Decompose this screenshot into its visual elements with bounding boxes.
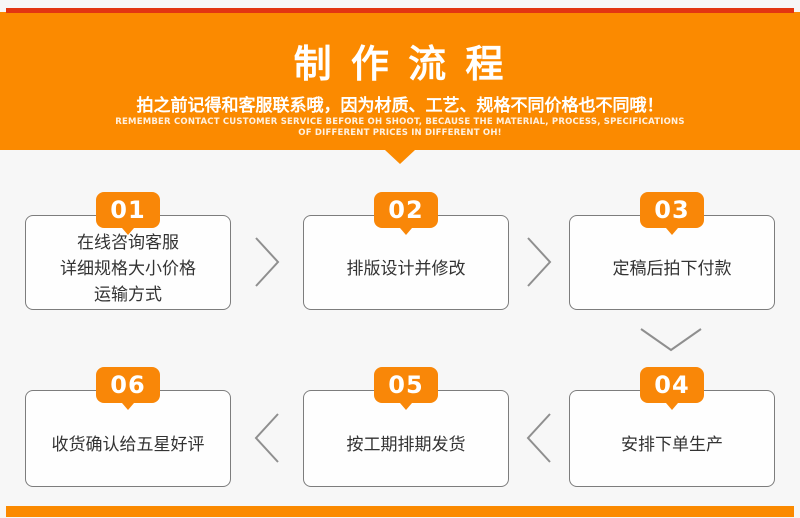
- step-box-01: 01 在线咨询客服 详细规格大小价格 运输方式: [25, 192, 231, 310]
- step-number-badge: 06: [96, 367, 160, 410]
- step-01-line3: 运输方式: [94, 284, 162, 305]
- step-03-line1: 定稿后拍下付款: [612, 258, 732, 279]
- left-chevron-icon: [525, 411, 553, 465]
- step-box-04: 04 安排下单生产: [569, 367, 775, 487]
- step-number-badge: 05: [374, 367, 438, 410]
- step-01-line1: 在线咨询客服: [77, 232, 179, 253]
- step-box-03: 03 定稿后拍下付款: [569, 192, 775, 310]
- step-box-05: 05 按工期排期发货: [303, 367, 509, 487]
- step-04-line1: 安排下单生产: [621, 434, 723, 455]
- step-description: 安排下单生产: [621, 420, 723, 458]
- step-description: 在线咨询客服 详细规格大小价格 运输方式: [60, 218, 196, 308]
- right-chevron-icon: [253, 235, 281, 289]
- down-chevron-icon: [639, 327, 703, 353]
- step-05-line1: 按工期排期发货: [346, 434, 466, 455]
- step-description: 定稿后拍下付款: [613, 244, 732, 282]
- step-01-line2: 详细规格大小价格: [60, 258, 196, 279]
- header-pointer-icon: [385, 150, 415, 164]
- header-subtitle: 拍之前记得和客服联系哦，因为材质、工艺、规格不同价格也不同哦！: [136, 96, 664, 116]
- page-title: 制 作 流 程: [293, 42, 507, 86]
- step-number-badge: 04: [640, 367, 704, 410]
- bottom-accent-bar: [6, 506, 794, 517]
- step-description: 收货确认给五星好评: [52, 420, 205, 458]
- step-box-02: 02 排版设计并修改: [303, 192, 509, 310]
- header-subtitle-en-line1: REMEMBER CONTACT CUSTOMER SERVICE BEFORE…: [115, 117, 685, 127]
- step-number-badge: 02: [374, 192, 438, 235]
- header-subtitle-en-line2: OF DIFFERENT PRICES IN DIFFERENT OH!: [298, 128, 502, 138]
- step-02-line1: 排版设计并修改: [346, 258, 466, 279]
- step-06-line1: 收货确认给五星好评: [51, 434, 205, 455]
- step-description: 按工期排期发货: [347, 420, 466, 458]
- step-box-06: 06 收货确认给五星好评: [25, 367, 231, 487]
- right-chevron-icon: [525, 235, 553, 289]
- header-subtitle-english: REMEMBER CONTACT CUSTOMER SERVICE BEFORE…: [0, 117, 800, 139]
- step-number-badge: 03: [640, 192, 704, 235]
- step-description: 排版设计并修改: [347, 244, 466, 282]
- step-number-badge: 01: [96, 192, 160, 235]
- header-band: 制 作 流 程 拍之前记得和客服联系哦，因为材质、工艺、规格不同价格也不同哦！ …: [0, 12, 800, 150]
- top-accent-bar: [6, 8, 794, 13]
- left-chevron-icon: [253, 411, 281, 465]
